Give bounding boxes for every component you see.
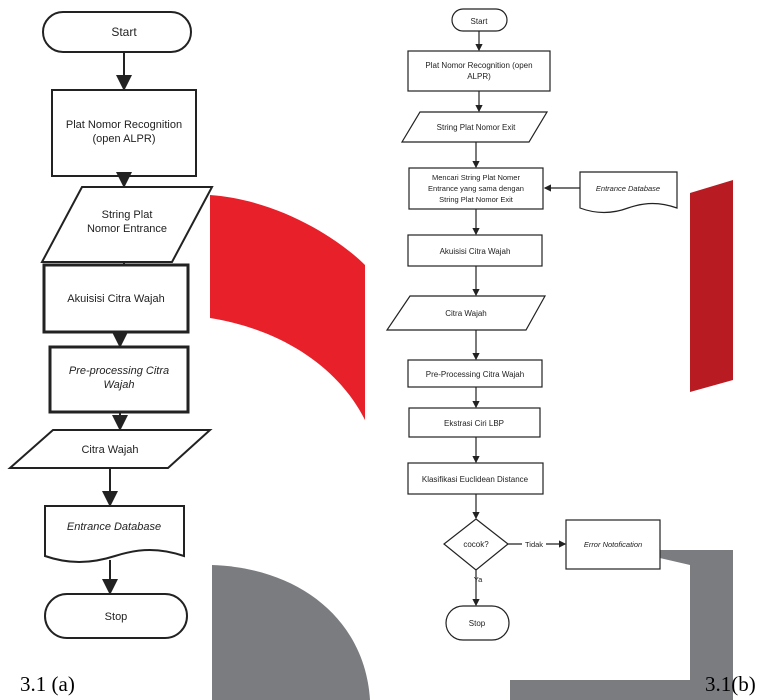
gray-shape-left <box>212 565 370 700</box>
b-error-label: Error Notofication <box>584 540 642 549</box>
b-mencari-label-2: Entrance yang sama dengan <box>428 184 524 193</box>
b-recognition-label-1: Plat Nomor Recognition (open <box>425 61 532 70</box>
b-stop-terminal <box>445 605 510 641</box>
b-klasifikasi-label: Klasifikasi Euclidean Distance <box>422 475 529 484</box>
flowchart-a <box>7 11 214 639</box>
b-mencari-process <box>408 167 544 210</box>
b-stop-label: Stop <box>469 619 486 628</box>
a-preprocessing-label-1: Pre-processing Citra <box>69 365 169 377</box>
a-start-terminal <box>42 11 192 53</box>
b-string-exit-label: String Plat Nomor Exit <box>437 123 516 132</box>
a-recognition-label-2: (open ALPR) <box>93 133 156 145</box>
dark-red-shape <box>690 180 733 392</box>
b-recognition-label-2: ALPR) <box>467 72 491 81</box>
caption-a: 3.1 (a) <box>20 672 75 696</box>
b-ekstrasi-label: Ekstrasi Ciri LBP <box>444 419 504 428</box>
a-start-label: Start <box>111 25 137 39</box>
b-citra-label: Citra Wajah <box>445 309 487 318</box>
a-citra-label: Citra Wajah <box>81 444 138 456</box>
caption-b: 3.1(b) <box>705 672 756 696</box>
a-string-entrance-io <box>40 186 214 263</box>
a-recognition-label-1: Plat Nomor Recognition <box>66 119 182 131</box>
gray-shape-right <box>510 550 733 700</box>
flowchart-b <box>385 8 678 641</box>
a-stop-label: Stop <box>105 611 128 623</box>
a-stop-terminal <box>44 593 188 639</box>
b-mencari-label-1: Mencari String Plat Nomer <box>432 173 520 182</box>
b-citra-io <box>385 295 547 331</box>
a-akuisisi-process <box>42 263 190 334</box>
b-tidak-label-bg <box>522 538 546 550</box>
flowchart-b-labels: Start Plat Nomor Recognition (open ALPR)… <box>422 17 660 628</box>
b-preprocessing-process <box>407 359 543 388</box>
b-ekstrasi-process <box>408 407 541 438</box>
b-mencari-label-3: String Plat Nomor Exit <box>439 195 514 204</box>
a-preprocessing-label-2: Wajah <box>104 379 135 391</box>
b-error-process <box>565 519 661 570</box>
b-tidak-label: Tidak <box>525 540 543 549</box>
a-string-entrance-label-1: String Plat <box>102 209 153 221</box>
b-decision-label: cocok? <box>463 540 489 549</box>
b-entrance-db-label: Entrance Database <box>596 184 660 193</box>
b-recognition-process <box>407 50 551 92</box>
a-preprocessing-process <box>48 345 190 414</box>
a-string-entrance-label-2: Nomor Entrance <box>87 223 167 235</box>
red-swoosh <box>210 195 365 420</box>
b-entrance-db-document <box>579 171 678 214</box>
flowchart-a-labels: Start Plat Nomor Recognition (open ALPR)… <box>66 25 182 623</box>
b-akuisisi-label: Akuisisi Citra Wajah <box>440 247 511 256</box>
b-klasifikasi-process <box>407 462 544 495</box>
b-start-label: Start <box>471 17 489 26</box>
b-ya-label: Ya <box>474 575 483 584</box>
a-database-document <box>44 505 185 563</box>
a-akuisisi-label: Akuisisi Citra Wajah <box>67 293 164 305</box>
b-akuisisi-process <box>407 234 543 267</box>
b-preprocessing-label: Pre-Processing Citra Wajah <box>426 370 524 379</box>
a-database-label: Entrance Database <box>67 521 161 533</box>
a-citra-io <box>7 429 213 469</box>
b-string-exit-io <box>400 111 549 143</box>
